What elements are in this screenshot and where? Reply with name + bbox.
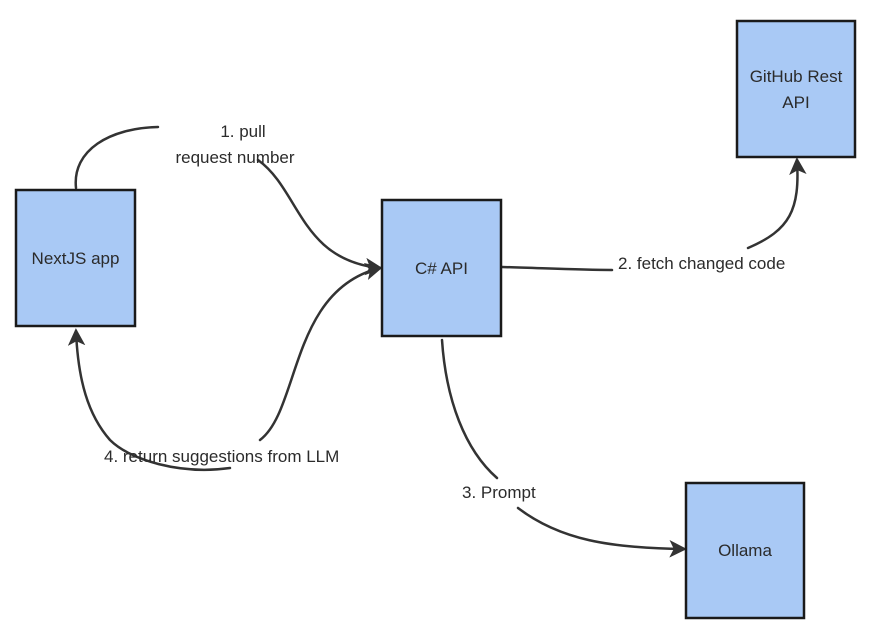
edge-return-arrow-to-app	[67, 328, 232, 471]
edge-prompt-line	[440, 338, 499, 480]
fetch-label: 2. fetch changed code	[618, 254, 785, 273]
edge-label-fetch: 2. fetch changed code	[618, 254, 785, 273]
prompt-label: 3. Prompt	[462, 483, 536, 502]
edge-pull-request	[74, 125, 383, 276]
return-label: 4. return suggestions from LLM	[104, 447, 339, 466]
node-nextjs-app[interactable]: NextJS app	[14, 188, 137, 328]
edge-label-return: 4. return suggestions from LLM	[104, 447, 339, 466]
pull-label-line2: request number	[175, 148, 294, 167]
nextjs-app-label: NextJS app	[32, 249, 120, 268]
edge-pull-request-line	[74, 125, 160, 190]
node-ollama[interactable]: Ollama	[684, 481, 806, 620]
edge-pull-request-arrow	[256, 158, 383, 276]
edge-fetch-changed-code	[500, 157, 807, 272]
edge-return-line-to-api	[258, 262, 383, 442]
edge-fetch-line	[500, 265, 614, 272]
pull-label-line1: 1. pull	[220, 122, 265, 141]
ollama-label: Ollama	[718, 541, 772, 560]
node-github-rest-api[interactable]: GitHub Rest API	[735, 19, 857, 159]
edge-prompt	[440, 338, 687, 558]
edge-label-pull: 1. pull request number	[175, 122, 294, 167]
csharp-api-label: C# API	[415, 259, 468, 278]
node-csharp-api[interactable]: C# API	[380, 198, 503, 338]
github-label-line1: GitHub Rest	[750, 67, 843, 86]
edge-fetch-arrow	[746, 157, 807, 250]
edge-label-prompt: 3. Prompt	[462, 483, 536, 502]
edge-prompt-arrow	[516, 506, 687, 558]
github-label-line2: API	[782, 93, 809, 112]
edge-return-suggestions	[67, 262, 383, 471]
